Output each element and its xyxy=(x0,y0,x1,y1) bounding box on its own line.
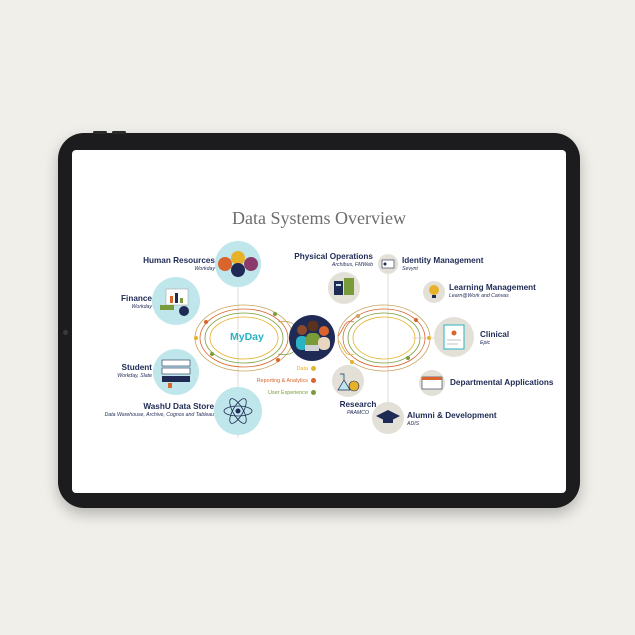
system-label-identity-management[interactable]: Identity Management Sevynt xyxy=(402,256,484,272)
systems-diagram xyxy=(152,241,474,438)
student-bubble-icon xyxy=(153,349,199,395)
system-sub: Learn@Work and Canvas xyxy=(449,292,509,299)
alumni-bubble-icon xyxy=(372,402,404,434)
system-name: Research xyxy=(339,400,377,409)
system-name: Departmental Applications xyxy=(450,378,554,387)
system-name: Finance xyxy=(121,294,152,303)
system-name: Physical Operations xyxy=(294,252,373,261)
legend-item-reporting-analytics: Reporting & Analytics xyxy=(222,378,316,384)
system-name: Human Resources xyxy=(143,256,215,265)
legend-label: Data xyxy=(296,366,308,372)
system-sub: PAAMCO xyxy=(346,409,370,416)
physical-operations-bubble-icon xyxy=(328,272,360,304)
system-sub: Workday, Slate xyxy=(117,372,152,379)
left-loop-group xyxy=(194,304,294,372)
learning-bubble-icon xyxy=(423,281,445,303)
tablet-camera xyxy=(63,330,68,335)
departmental-bubble-icon xyxy=(419,370,445,396)
system-name: Identity Management xyxy=(402,256,484,265)
system-name: Learning Management xyxy=(449,283,536,292)
legend-label: Reporting & Analytics xyxy=(256,378,308,384)
system-sub: Archibus, FMWeb xyxy=(331,261,373,268)
legend-dot xyxy=(311,390,316,395)
legend-dot xyxy=(311,378,316,383)
system-label-learning-management[interactable]: Learning Management Learn@Work and Canva… xyxy=(449,283,536,299)
hr-bubble-icon xyxy=(215,241,261,287)
system-label-clinical[interactable]: Clinical Epic xyxy=(480,330,510,346)
system-name: WashU Data Store xyxy=(143,402,214,411)
research-bubble-icon xyxy=(332,365,364,397)
system-name: Alumni & Development xyxy=(407,411,497,420)
system-label-finance[interactable]: Finance Workday xyxy=(82,294,152,310)
legend-label: User Experience xyxy=(268,390,308,396)
system-name: Student xyxy=(121,363,152,372)
system-label-student[interactable]: Student Workday, Slate xyxy=(82,363,152,379)
system-label-human-resources[interactable]: Human Resources Workday xyxy=(112,256,215,272)
page-title: Data Systems Overview xyxy=(232,208,406,228)
loop-dots xyxy=(194,312,431,364)
system-sub: Workday xyxy=(194,265,215,272)
system-label-washu-data-store[interactable]: WashU Data Store Data Warehouse, Archive… xyxy=(72,402,214,418)
system-label-research[interactable]: Research PAAMCO xyxy=(328,400,388,416)
tablet-screen: Data Systems Overview xyxy=(72,150,566,493)
clinical-bubble-icon xyxy=(434,317,474,357)
system-sub: Epic xyxy=(480,339,491,346)
system-sub: Workday xyxy=(131,303,152,310)
tablet-volume-button xyxy=(112,131,126,134)
legend-dot xyxy=(311,366,316,371)
system-label-alumni-development[interactable]: Alumni & Development ADIS xyxy=(407,411,497,427)
system-sub: Data Warehouse, Archive, Cognos and Tabl… xyxy=(104,411,214,418)
system-label-physical-operations[interactable]: Physical Operations Archibus, FMWeb xyxy=(282,252,373,268)
datastore-bubble-icon xyxy=(214,387,262,435)
system-label-departmental-applications[interactable]: Departmental Applications xyxy=(450,378,554,388)
tablet-volume-button xyxy=(93,131,107,134)
system-sub: Sevynt xyxy=(402,265,418,272)
identity-bubble-icon xyxy=(378,254,398,274)
myday-hub-label: MyDay xyxy=(230,331,264,343)
finance-bubble-icon xyxy=(152,277,200,325)
system-sub: ADIS xyxy=(407,420,420,427)
legend-item-user-experience: User Experience xyxy=(232,390,316,396)
system-name: Clinical xyxy=(480,330,510,339)
center-people-icon xyxy=(289,315,335,361)
legend-item-data: Data xyxy=(252,366,316,372)
